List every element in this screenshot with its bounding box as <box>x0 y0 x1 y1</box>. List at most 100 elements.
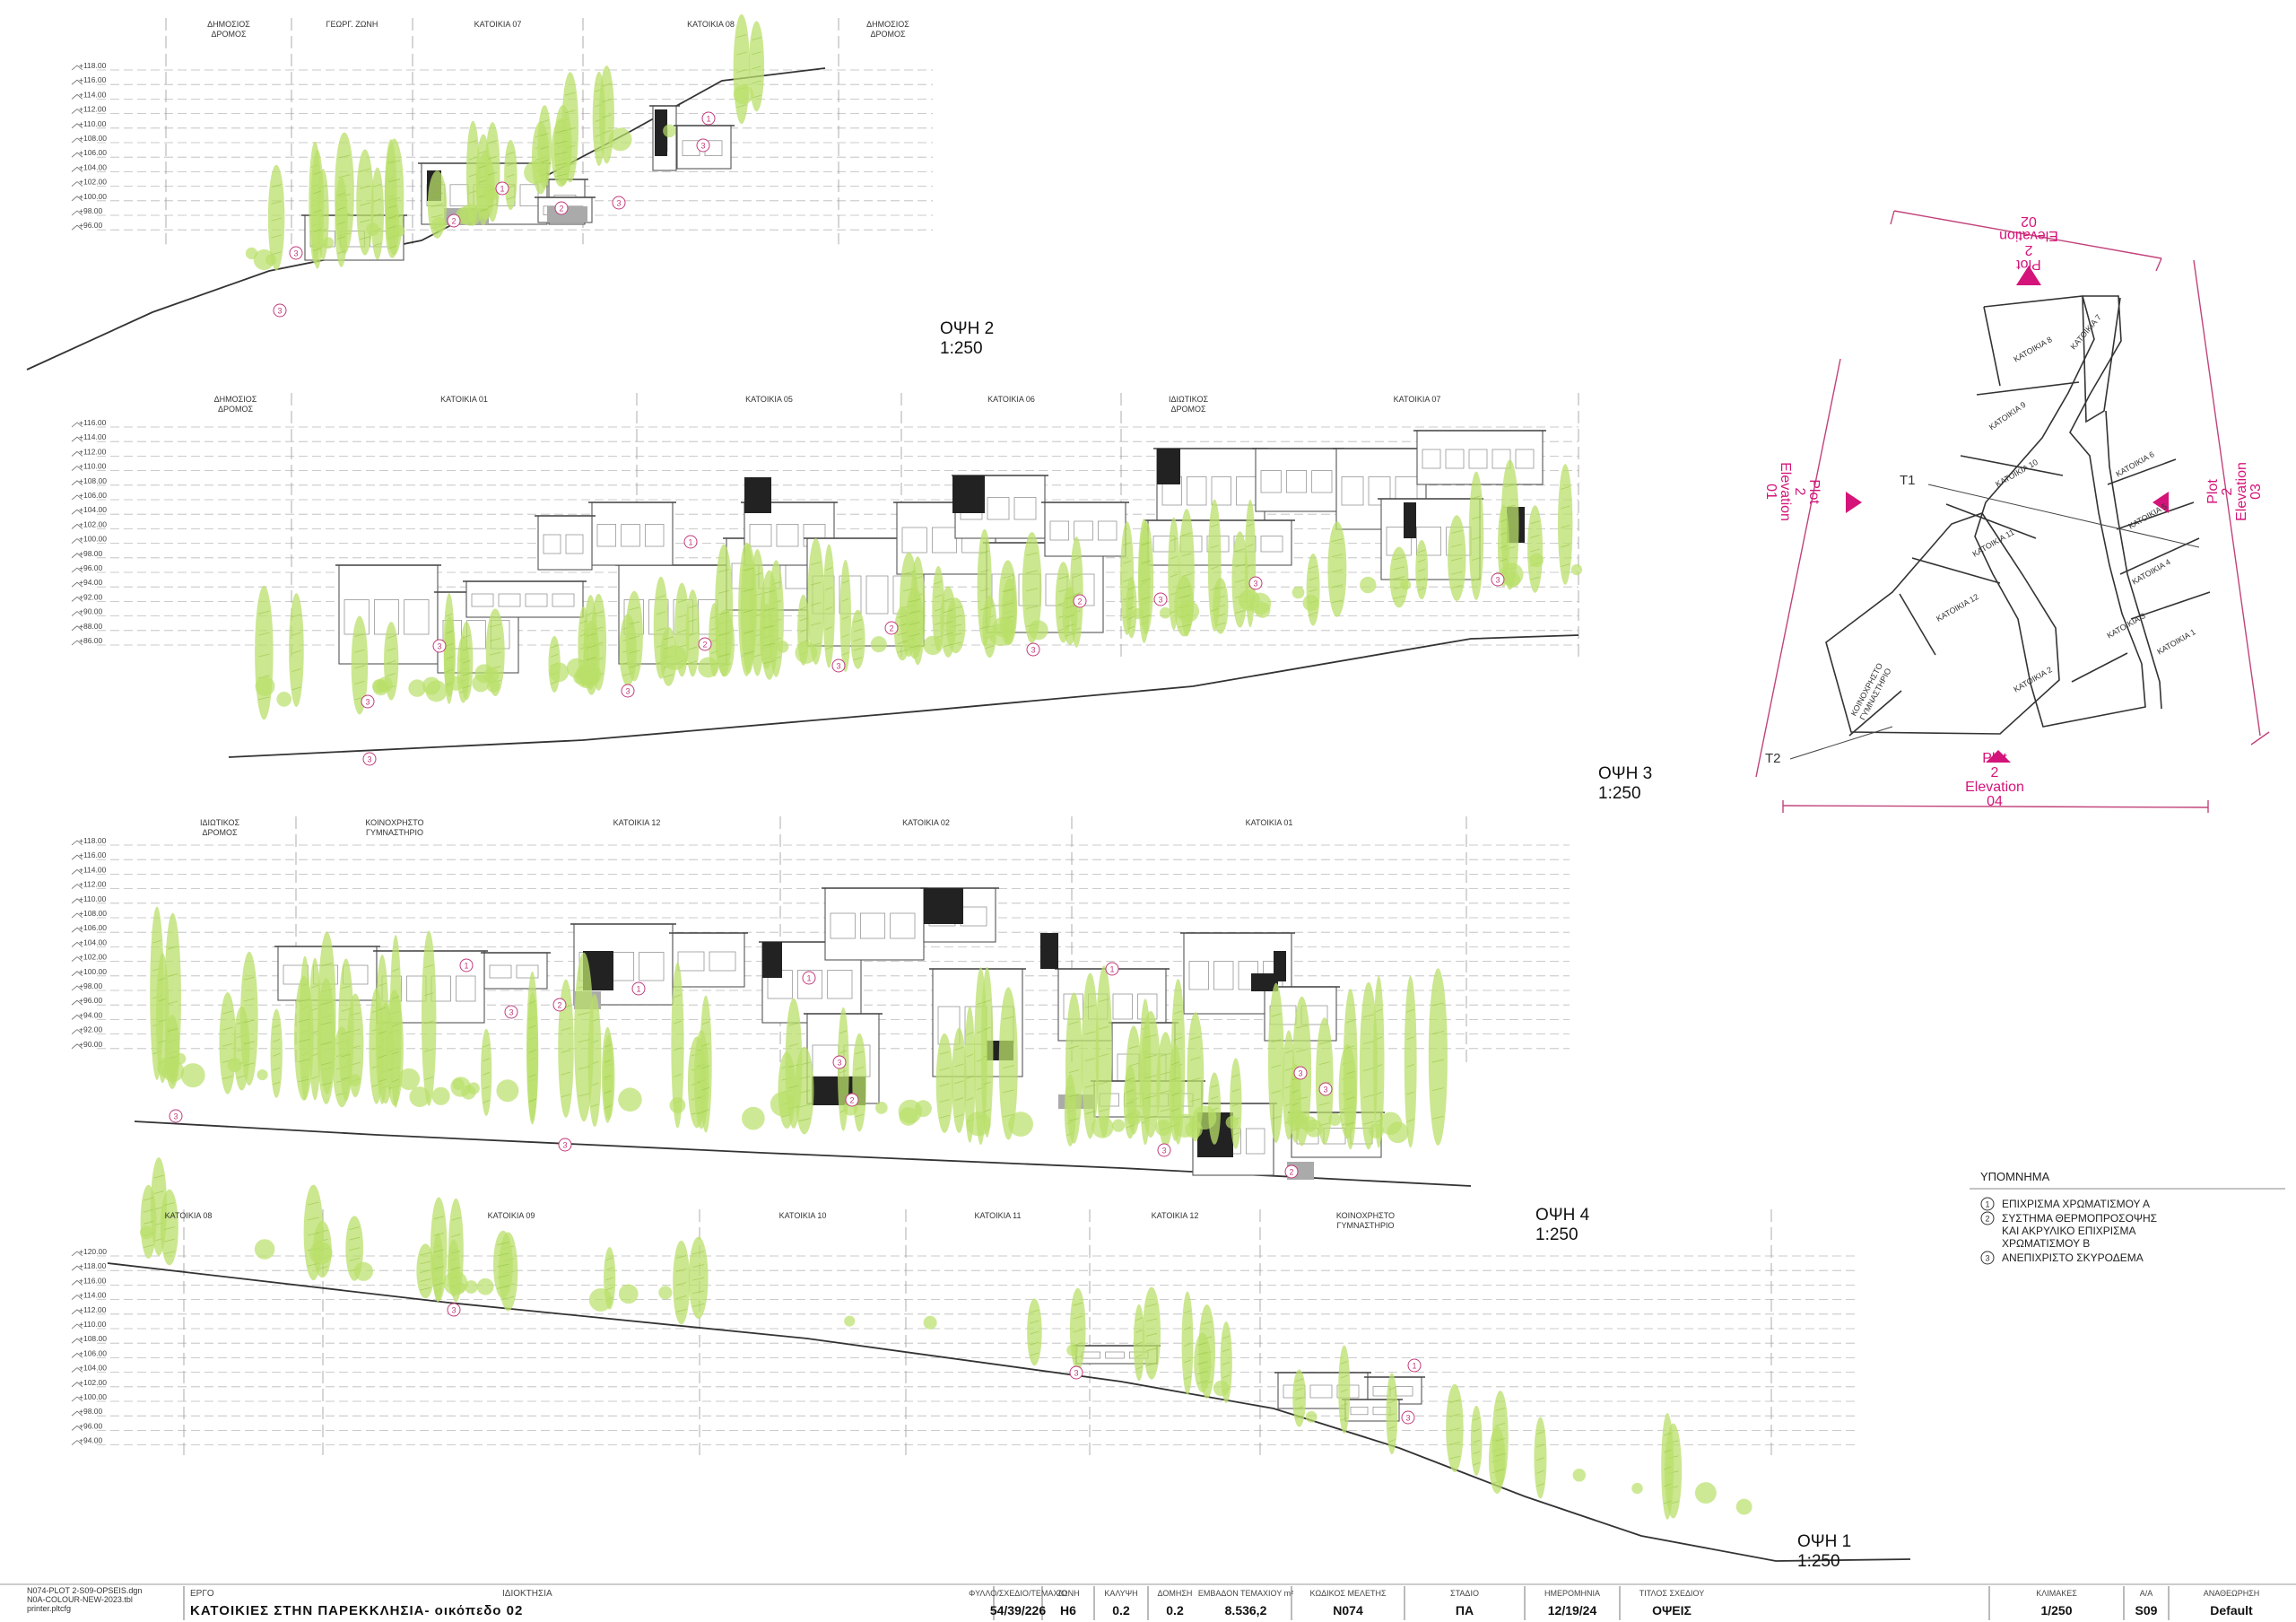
tree-texture <box>1065 605 1075 609</box>
tree-texture <box>483 1099 491 1103</box>
tree-texture <box>578 1012 590 1016</box>
cypress-tree <box>1207 499 1222 632</box>
level-marker <box>71 436 83 442</box>
legend-text: ΑΝΕΠΙΧΡΙΣΤΟ ΣΚΥΡΟΔΕΜΑ <box>2002 1251 2144 1264</box>
shrub <box>742 1106 765 1130</box>
shrub <box>1091 1116 1114 1138</box>
tree-texture <box>1145 1332 1158 1337</box>
tree-texture <box>979 588 989 592</box>
tree-texture <box>605 1277 613 1281</box>
level-label: +106.00 <box>79 491 107 500</box>
tree-texture <box>1406 1008 1414 1013</box>
cypress-tree <box>850 609 865 669</box>
callout-number: 2 <box>1077 597 1082 606</box>
tree-texture <box>497 1286 509 1289</box>
tree-texture <box>1417 587 1426 591</box>
tree-texture <box>1530 576 1540 580</box>
window <box>1311 470 1333 493</box>
tree-texture <box>939 1067 950 1071</box>
callout-number: 1 <box>636 985 640 994</box>
window <box>1049 520 1070 541</box>
level-marker <box>71 1251 83 1257</box>
building-volume <box>1416 430 1544 485</box>
cypress-tree <box>416 1243 435 1299</box>
cypress-tree <box>504 139 517 211</box>
tb-field-label: ΖΩΝΗ <box>1057 1589 1079 1598</box>
tree-texture <box>939 1114 950 1119</box>
callout-circle <box>631 981 646 996</box>
material-callout: 1 <box>1407 1358 1422 1373</box>
tree-texture <box>788 1064 799 1068</box>
tree-texture <box>528 1025 536 1029</box>
tree-texture <box>1135 1354 1143 1358</box>
tree-texture <box>674 994 682 998</box>
building-volume <box>1044 501 1126 557</box>
cypress-tree <box>293 975 314 1101</box>
tree-texture <box>1171 1061 1179 1066</box>
legend-num-circle <box>1980 1211 1995 1225</box>
tree-texture <box>1340 1360 1348 1365</box>
dark-cladding-panel <box>952 475 985 513</box>
dark-cladding-panel <box>1040 933 1058 969</box>
window <box>890 912 916 939</box>
cypress-tree <box>1386 1373 1398 1455</box>
shrub <box>923 635 944 656</box>
cypress-tree <box>1306 553 1320 626</box>
tree-crown <box>293 975 314 1101</box>
tree-texture <box>1099 1025 1109 1030</box>
building-volume <box>483 952 548 990</box>
zone-label: ΓΥΜΝΑΣΤΗΡΙΟ <box>1336 1221 1394 1230</box>
window <box>565 534 584 554</box>
material-callout: 3 <box>832 1055 847 1069</box>
tree-texture <box>1002 1065 1014 1069</box>
tree-texture <box>153 1190 164 1195</box>
tree-texture <box>1099 1053 1109 1058</box>
tree-crown <box>977 528 992 647</box>
tree-texture <box>1495 1468 1506 1472</box>
zone-label: ΚΑΤΟΙΚΙΑ 09 <box>488 1211 535 1220</box>
tree-crown <box>1534 1417 1547 1499</box>
callout-number: 3 <box>1031 646 1035 655</box>
cypress-tree <box>1062 587 1078 645</box>
tb-field-value: 0.2 <box>1112 1603 1130 1618</box>
cypress-tree <box>303 1184 324 1281</box>
tree-texture <box>1473 1428 1481 1433</box>
callout-number: 3 <box>1161 1147 1166 1155</box>
tree-crown <box>1062 587 1078 645</box>
tree-texture <box>1058 575 1068 580</box>
tree-texture <box>378 982 387 987</box>
tree-crown <box>1022 532 1042 643</box>
tree-texture <box>1171 1108 1179 1112</box>
tree-texture <box>258 610 270 615</box>
zone-label: ΓΥΜΝΑΣΤΗΡΙΟ <box>366 828 423 837</box>
tree-texture <box>349 1247 361 1251</box>
level-label: +118.00 <box>79 836 107 845</box>
zone-label: ΓΕΩΡΓ. ΖΩΝΗ <box>326 20 378 29</box>
tree-texture <box>966 1097 974 1101</box>
tree-texture <box>354 681 365 685</box>
window <box>621 524 640 547</box>
tree-crown <box>422 930 437 1106</box>
tree-crown <box>964 1006 976 1143</box>
window <box>1422 449 1441 469</box>
tb-field-value: 1/250 <box>2040 1603 2072 1618</box>
callout-circle <box>696 138 710 153</box>
tree-crown <box>850 609 865 669</box>
cypress-tree <box>700 995 712 1133</box>
tree-texture <box>152 939 161 944</box>
level-marker <box>71 196 83 202</box>
tree-texture <box>373 242 382 247</box>
tree-crown <box>1492 1391 1509 1487</box>
level-marker <box>71 466 83 471</box>
tree-crown <box>219 992 237 1094</box>
callout-number: 1 <box>464 962 468 971</box>
tree-texture <box>1184 1310 1191 1314</box>
window <box>456 975 476 1002</box>
tree-crown <box>1138 520 1154 635</box>
tb-field-label: ΑΝΑΘΕΩΡΗΣΗ <box>2204 1589 2260 1598</box>
tree-texture <box>1309 589 1318 593</box>
cypress-tree <box>760 570 779 680</box>
cypress-tree <box>1338 1345 1351 1434</box>
tb-field-value: ΠΑ <box>1456 1603 1474 1618</box>
tree-texture <box>811 562 822 565</box>
